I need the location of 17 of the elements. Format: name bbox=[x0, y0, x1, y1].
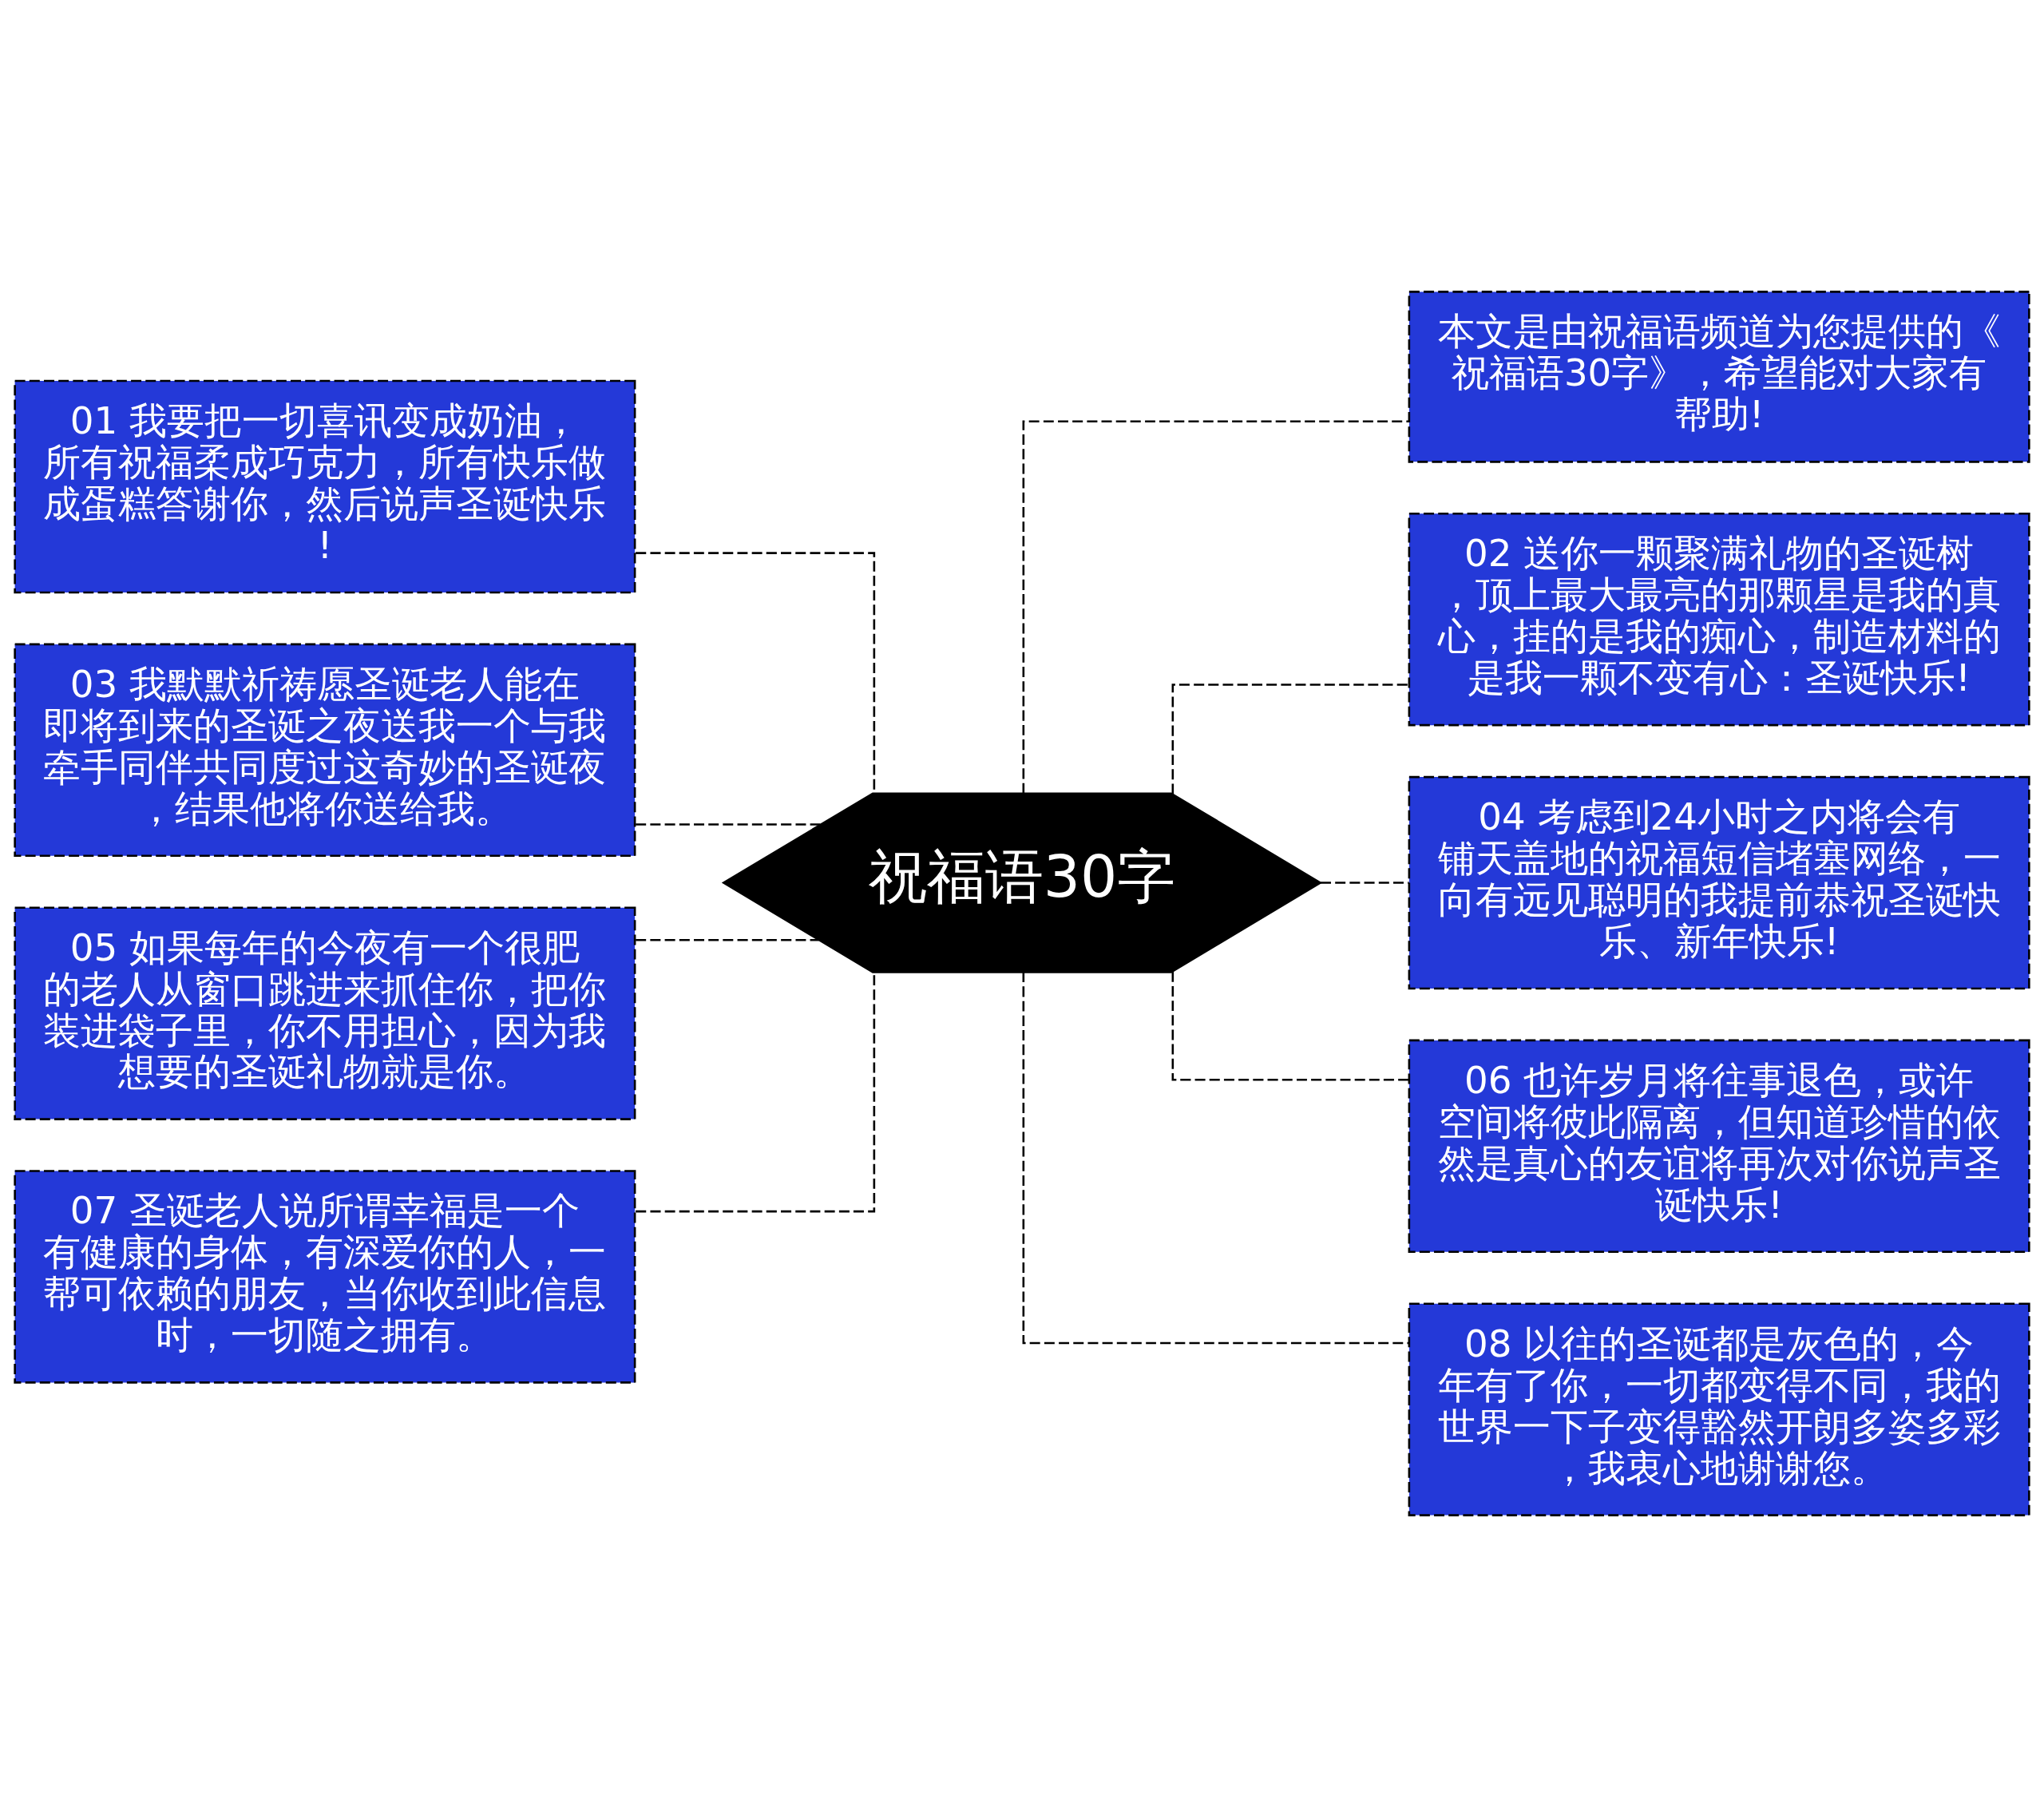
node-box: 08 以往的圣诞都是灰色的，今年有了你，一切都变得不同，我的世界一下子变得豁然开朗多姿多彩，我衷心地谢谢您。 bbox=[1408, 1302, 2030, 1516]
node-box: 07 圣诞老人说所谓幸福是一个有健康的身体，有深爱你的人，一帮可依赖的朋友，当你收到此信息时，一切随之拥有。 bbox=[14, 1170, 636, 1384]
node-box: 02 送你一颗聚满礼物的圣诞树，顶上最大最亮的那颗星是我的真心，挂的是我的痴心，制造材料的是我一颗不变有心：圣诞快乐! bbox=[1408, 512, 2030, 727]
node-box: 03 我默默祈祷愿圣诞老人能在即将到来的圣诞之夜送我一个与我牵手同伴共同度过这奇妙的圣诞夜，结果他将你送给我。 bbox=[14, 643, 636, 858]
node-box: 01 我要把一切喜讯变成奶油，所有祝福柔成巧克力，所有快乐做成蛋糕答谢你，然后说声圣诞快乐! bbox=[14, 379, 636, 594]
connector bbox=[1022, 420, 1409, 794]
connector bbox=[1171, 971, 1408, 1081]
connector bbox=[1321, 882, 1409, 884]
node-box: 本文是由祝福语频道为您提供的《祝福语30字》，希望能对大家有帮助! bbox=[1408, 291, 2030, 463]
connector bbox=[636, 823, 822, 826]
node-box: 05 如果每年的今夜有一个很肥的老人从窗口跳进来抓住你，把你装进袋子里，你不用担心，因为我想要的圣诞礼物就是你。 bbox=[14, 906, 636, 1120]
connector bbox=[636, 973, 876, 1213]
connector bbox=[1022, 972, 1409, 1345]
connector bbox=[636, 939, 819, 941]
node-box: 04 考虑到24小时之内将会有铺天盖地的祝福短信堵塞网络，一向有远见聪明的我提前恭祝圣诞快乐、新年快乐! bbox=[1408, 775, 2030, 990]
node-box: 06 也许岁月将往事退色，或许空间将彼此隔离，但知道珍惜的依然是真心的友谊将再次对你说声圣诞快乐! bbox=[1408, 1039, 2030, 1254]
connector bbox=[1171, 684, 1408, 795]
